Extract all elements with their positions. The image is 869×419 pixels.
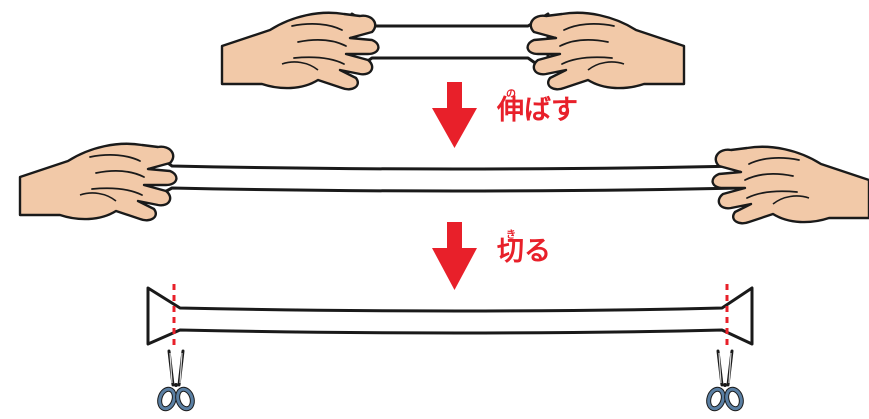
hand-icon: [713, 147, 869, 223]
band-short: [350, 12, 550, 74]
down-arrow-icon: [432, 82, 477, 148]
down-arrow-icon: [432, 222, 477, 290]
band-released: [146, 286, 754, 346]
step-ruby-stretch: の: [506, 89, 516, 100]
scissors-icon: [706, 351, 743, 411]
step-label-stretch: の 伸ばす: [497, 89, 578, 126]
hand-icon: [18, 142, 178, 222]
step-text-cut: 切る: [497, 236, 551, 267]
scissors-icon: [157, 351, 194, 411]
band-stretched: [148, 148, 764, 202]
hand-icon: [220, 11, 380, 91]
hand-icon: [528, 13, 684, 89]
step-ruby-cut: き: [506, 230, 516, 241]
step-label-cut: き 切る: [497, 230, 551, 267]
step-text-stretch: 伸ばす: [497, 95, 578, 126]
